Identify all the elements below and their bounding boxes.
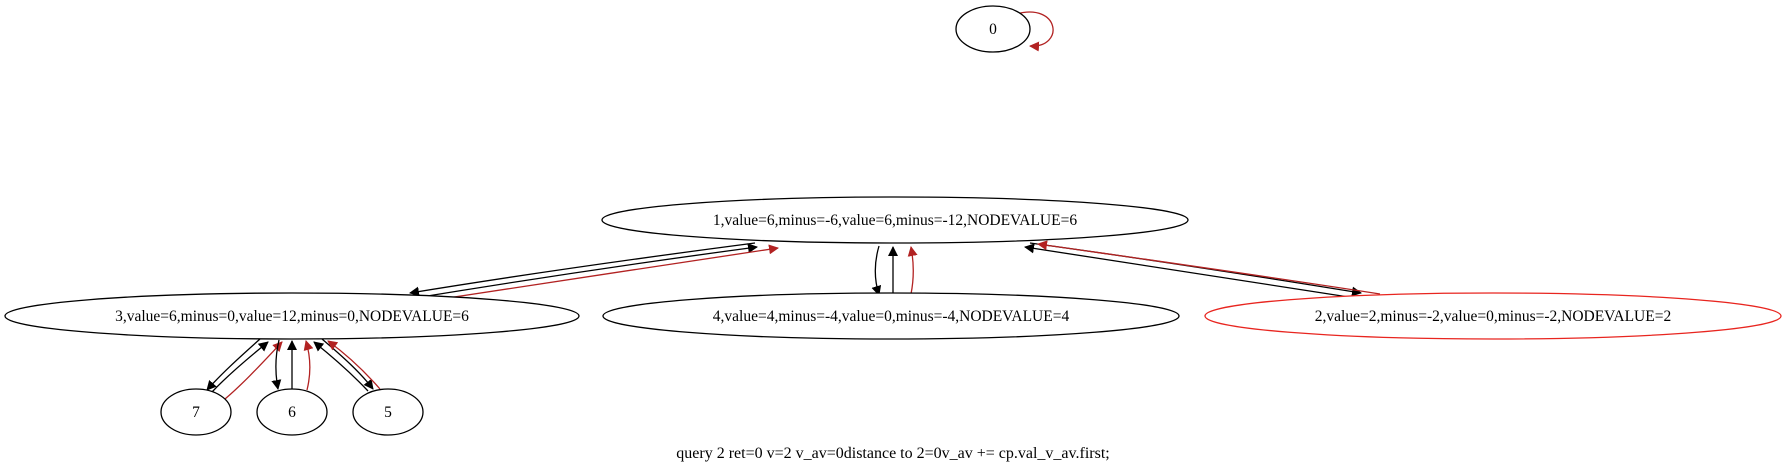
node-4-shape [602, 292, 1180, 340]
node-2-label: 2,value=2,minus=-2,value=0,minus=-2,NODE… [1315, 308, 1671, 325]
node-6-shape [256, 388, 328, 436]
node-1-shape [601, 196, 1189, 244]
graph-caption: query 2 ret=0 v=2 v_av=0distance to 2=0v… [676, 445, 1109, 462]
node-0-label: 0 [989, 21, 997, 38]
edge-3-to-6 [271, 339, 282, 390]
edge-3-to-7 [206, 338, 261, 391]
node-0-shape [955, 5, 1031, 53]
edge-5-to-3 [313, 341, 369, 392]
graph-node-4[interactable]: 4,value=4,minus=-4,value=0,minus=-4,NODE… [602, 292, 1180, 340]
edge-2-to-1 [1024, 243, 1356, 299]
edge-layer [206, 11, 1381, 400]
node-6-label: 6 [288, 404, 296, 421]
edge-1-to-3 [409, 242, 756, 297]
edge-3-to-5 [321, 338, 374, 390]
node-7-label: 7 [192, 404, 200, 421]
edge-4-to-1-red [907, 246, 918, 295]
edge-6-to-3-red [303, 340, 314, 391]
node-3-shape [4, 292, 580, 340]
edge-0-to-0-red [1015, 11, 1054, 52]
node-2-shape [1204, 292, 1782, 340]
edge-2-to-1-red [1037, 240, 1381, 295]
edge-5-to-3-red [327, 340, 381, 390]
node-4-label: 4,value=4,minus=-4,value=0,minus=-4,NODE… [713, 308, 1070, 325]
graph-node-0[interactable]: 0 [955, 5, 1031, 53]
graph-node-1[interactable]: 1,value=6,minus=-6,value=6,minus=-12,NOD… [601, 196, 1189, 244]
edge-3-to-1 [414, 243, 758, 299]
edge-3-to-1-red [427, 244, 779, 302]
node-layer: 0 1,value=6,minus=-6,value=6,minus=-12,N… [4, 5, 1782, 436]
edge-7-to-3 [211, 341, 269, 393]
node-7-shape [160, 388, 232, 436]
graph-node-2[interactable]: 2,value=2,minus=-2,value=0,minus=-2,NODE… [1204, 292, 1782, 340]
node-5-label: 5 [384, 404, 392, 421]
node-1-label: 1,value=6,minus=-6,value=6,minus=-12,NOD… [713, 212, 1077, 229]
graph-node-7[interactable]: 7 [160, 388, 232, 436]
graph-node-3[interactable]: 3,value=6,minus=0,value=12,minus=0,NODEV… [4, 292, 580, 340]
edge-1-to-4 [871, 245, 882, 296]
graph-node-6[interactable]: 6 [256, 388, 328, 436]
node-3-label: 3,value=6,minus=0,value=12,minus=0,NODEV… [115, 308, 469, 325]
graph-node-5[interactable]: 5 [352, 388, 424, 436]
node-5-shape [352, 388, 424, 436]
